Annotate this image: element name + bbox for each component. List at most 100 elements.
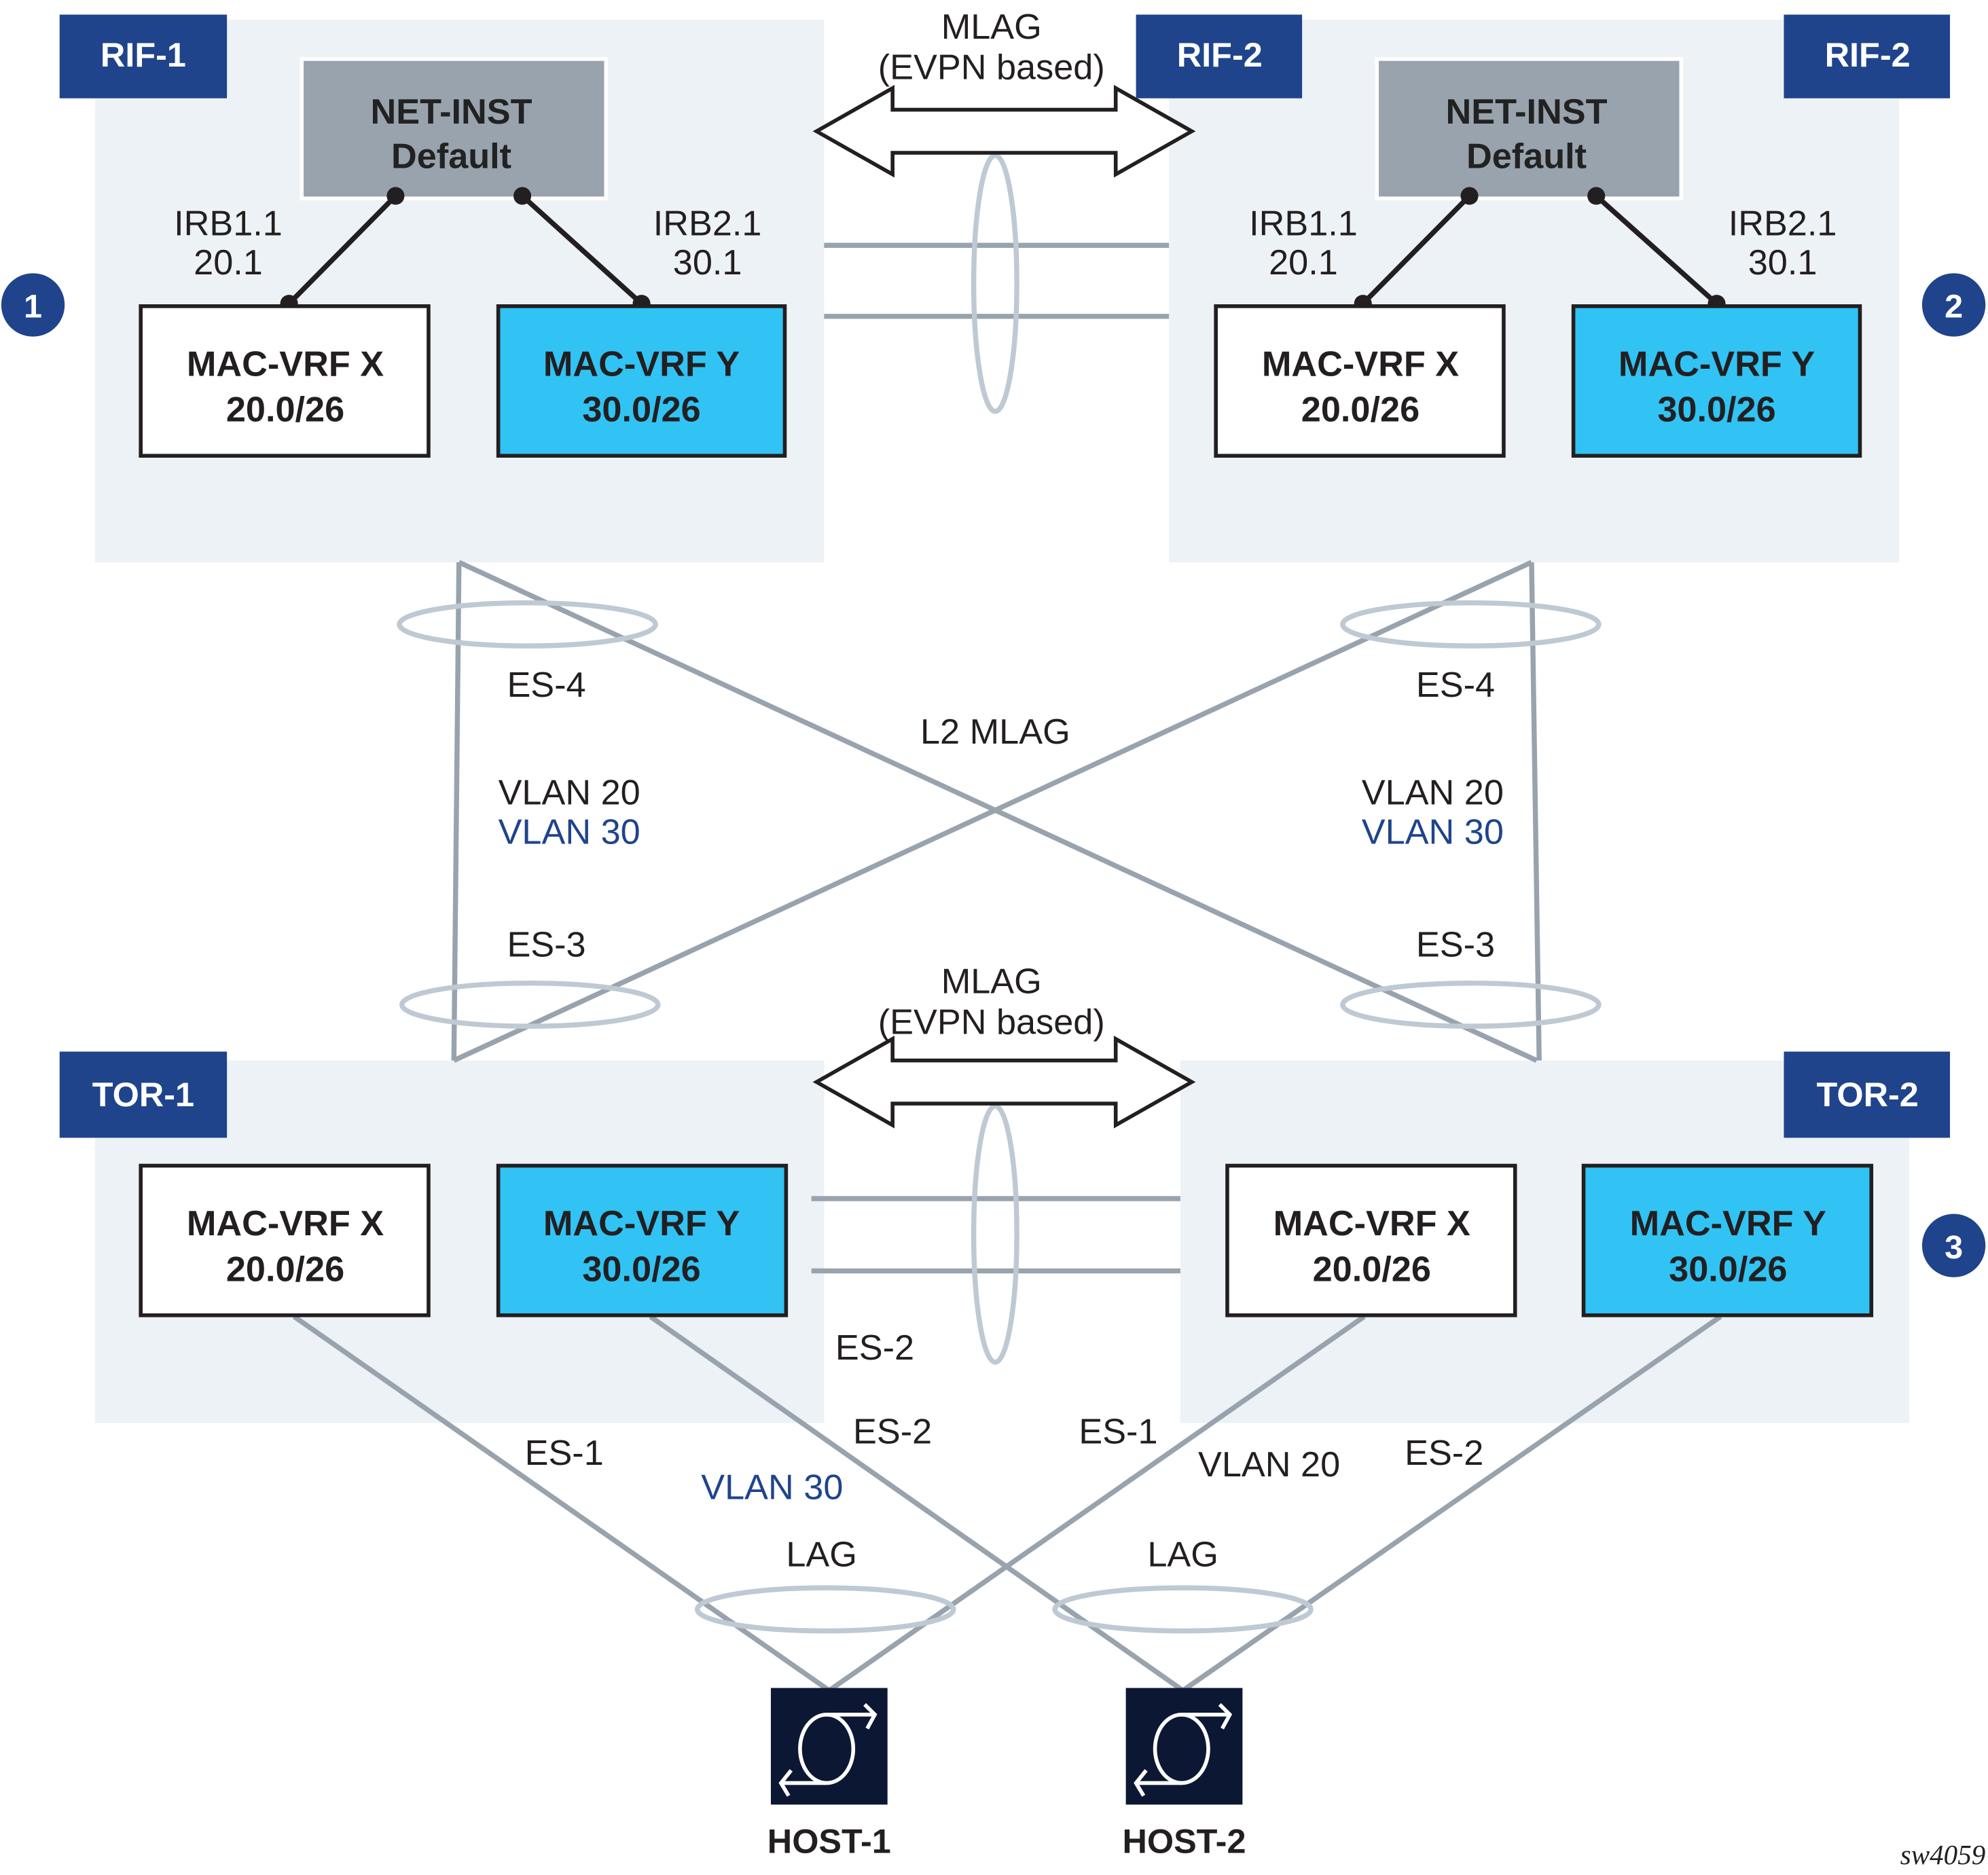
rif1-mac-vrf-y-name: MAC-VRF Y xyxy=(543,345,740,384)
rif2-mac-vrf-x-subnet: 20.0/26 xyxy=(1301,390,1420,430)
rif2-mac-vrf-y-subnet: 30.0/26 xyxy=(1657,390,1775,430)
step-badge-1-label: 1 xyxy=(24,289,42,325)
rif1-net-inst-name: NET-INST xyxy=(371,92,532,132)
rif2-mac-vrf-y-name: MAC-VRF Y xyxy=(1619,345,1815,384)
rif1-mac-vrf-y-subnet: 30.0/26 xyxy=(582,390,700,430)
tor2-node: TOR-2 MAC-VRF X 20.0/26 MAC-VRF Y 30.0/2… xyxy=(1225,1051,1986,1317)
host-1-label: HOST-1 xyxy=(767,1821,891,1860)
es3-right-label: ES-3 xyxy=(1416,926,1495,965)
link-tor2-x-host1 xyxy=(827,1314,1366,1693)
rif2-node: RIF-2 RIF-2 NET-INST Default IRB1.1 20.1… xyxy=(1136,14,1986,458)
tor2-vlan20-label: VLAN 20 xyxy=(1198,1445,1340,1485)
left-vlan20-label: VLAN 20 xyxy=(499,773,640,812)
rif1-irb2-name: IRB2.1 xyxy=(653,204,762,243)
rif1-irb1-name: IRB1.1 xyxy=(174,204,283,243)
host-2-box xyxy=(1125,1688,1243,1805)
rif2-net-inst-default: Default xyxy=(1466,136,1587,176)
lag1-ring xyxy=(694,1585,956,1634)
l2-mlag-label: L2 MLAG xyxy=(920,712,1070,752)
tor1-mac-vrf-x-name: MAC-VRF X xyxy=(187,1204,384,1243)
tor2-mac-vrf-x-subnet: 20.0/26 xyxy=(1313,1250,1431,1289)
rif2-tag-right xyxy=(1784,14,1950,98)
rif2-net-inst-name: NET-INST xyxy=(1445,92,1607,132)
tor2-tag-label: TOR-2 xyxy=(1817,1075,1919,1114)
tor1-es2-label: ES-2 xyxy=(853,1412,932,1451)
link-rif1-tor1 xyxy=(451,562,462,1061)
left-vlan30-label: VLAN 30 xyxy=(499,812,640,852)
lag2-label: LAG xyxy=(1147,1535,1218,1574)
top-mlag-sublabel: (EVPN based) xyxy=(878,48,1105,88)
step-badge-2 xyxy=(1921,273,1986,337)
es3-left-label: ES-3 xyxy=(507,926,585,965)
router-icon xyxy=(778,1703,878,1797)
tor2-es2-label: ES-2 xyxy=(1405,1434,1483,1473)
tor1-mac-vrf-x xyxy=(139,1163,431,1317)
lag1-label: LAG xyxy=(786,1535,857,1574)
rif1-mac-vrf-x-subnet: 20.0/26 xyxy=(226,390,344,430)
router-icon xyxy=(1134,1703,1233,1797)
rif1-net-inst xyxy=(300,57,609,201)
right-vlan20-label: VLAN 20 xyxy=(1362,773,1504,812)
rif1-irb2-addr: 30.1 xyxy=(673,243,742,283)
es4-right-label: ES-4 xyxy=(1416,666,1495,705)
step-badge-3-label: 3 xyxy=(1945,1229,1963,1266)
rif1-mac-vrf-y xyxy=(496,304,787,458)
link-tor1-x-host1 xyxy=(292,1314,831,1693)
rif2-mac-vrf-x xyxy=(1214,304,1506,458)
tor2-mac-vrf-y xyxy=(1581,1163,1874,1317)
tor1-mac-vrf-y xyxy=(496,1163,789,1317)
rif1-mac-vrf-x-name: MAC-VRF X xyxy=(187,345,384,384)
bottom-mlag-sublabel: (EVPN based) xyxy=(878,1002,1105,1042)
figure-id: sw4059 xyxy=(1900,1839,1985,1870)
tor2-es1-label: ES-1 xyxy=(1079,1412,1157,1451)
rif2-irb2-top-dot xyxy=(1587,187,1606,205)
tor2-mac-vrf-x xyxy=(1225,1163,1517,1317)
step-badge-2-label: 2 xyxy=(1945,289,1963,325)
tor2-tag xyxy=(1784,1051,1950,1138)
rif2-irb1-addr: 20.1 xyxy=(1269,243,1338,283)
tor1-tag xyxy=(59,1051,228,1138)
top-mlag-label: MLAG xyxy=(941,7,1042,47)
es4-right-ring xyxy=(1340,600,1602,649)
host-1: HOST-1 xyxy=(767,1688,891,1860)
tor2-mac-vrf-x-name: MAC-VRF X xyxy=(1273,1204,1470,1243)
es4-left-ring xyxy=(397,600,658,649)
es4-left-label: ES-4 xyxy=(507,666,585,705)
lag2-ring xyxy=(1052,1585,1314,1634)
host-2-label: HOST-2 xyxy=(1122,1821,1246,1860)
rif2-irb1-name: IRB1.1 xyxy=(1249,204,1358,243)
rif1-irb1-top-dot xyxy=(386,187,405,205)
bottom-mlag-label: MLAG xyxy=(941,962,1042,1002)
rif2-irb2-link xyxy=(1594,194,1719,306)
rif1-tag xyxy=(59,14,228,98)
es3-right-ring xyxy=(1340,980,1602,1029)
rif2-tag-left-label: RIF-2 xyxy=(1177,35,1263,74)
step-badge-3 xyxy=(1921,1214,1986,1277)
rif1-mac-vrf-x xyxy=(139,304,431,458)
host-2: HOST-2 xyxy=(1122,1688,1246,1860)
tor1-tag-label: TOR-1 xyxy=(92,1075,194,1114)
rif1-tag-label: RIF-1 xyxy=(101,35,186,74)
spine-links xyxy=(451,560,1542,1063)
es3-left-ring xyxy=(399,980,661,1029)
tor2-mac-vrf-y-name: MAC-VRF Y xyxy=(1630,1204,1826,1243)
access-links xyxy=(292,1314,1722,1693)
right-vlan30-label: VLAN 30 xyxy=(1362,812,1504,852)
link-rif2-tor1 xyxy=(452,560,1533,1063)
rif1-node: RIF-1 NET-INST Default IRB1.1 20.1 IRB2.… xyxy=(1,14,787,458)
top-mlag-double-arrow xyxy=(812,84,1196,178)
rif2-net-inst xyxy=(1375,57,1684,201)
rif1-net-inst-default: Default xyxy=(391,136,511,176)
rif2-tag-left xyxy=(1136,14,1303,98)
tor1-mac-vrf-x-subnet: 20.0/26 xyxy=(226,1250,344,1289)
rif2-mac-vrf-x-name: MAC-VRF X xyxy=(1262,345,1459,384)
tor2-mac-vrf-y-subnet: 30.0/26 xyxy=(1669,1250,1787,1289)
rif-mlag-ring xyxy=(971,153,1019,414)
tor1-mac-vrf-y-name: MAC-VRF Y xyxy=(543,1204,740,1243)
rif2-irb2-addr: 30.1 xyxy=(1748,243,1818,283)
rif1-irb1-link xyxy=(287,194,398,306)
rif2-irb1-top-dot xyxy=(1460,187,1479,205)
rif2-irb2-name: IRB2.1 xyxy=(1729,204,1837,243)
tor1-vlan30-label: VLAN 30 xyxy=(701,1468,843,1507)
rif2-irb1-link xyxy=(1361,194,1472,306)
